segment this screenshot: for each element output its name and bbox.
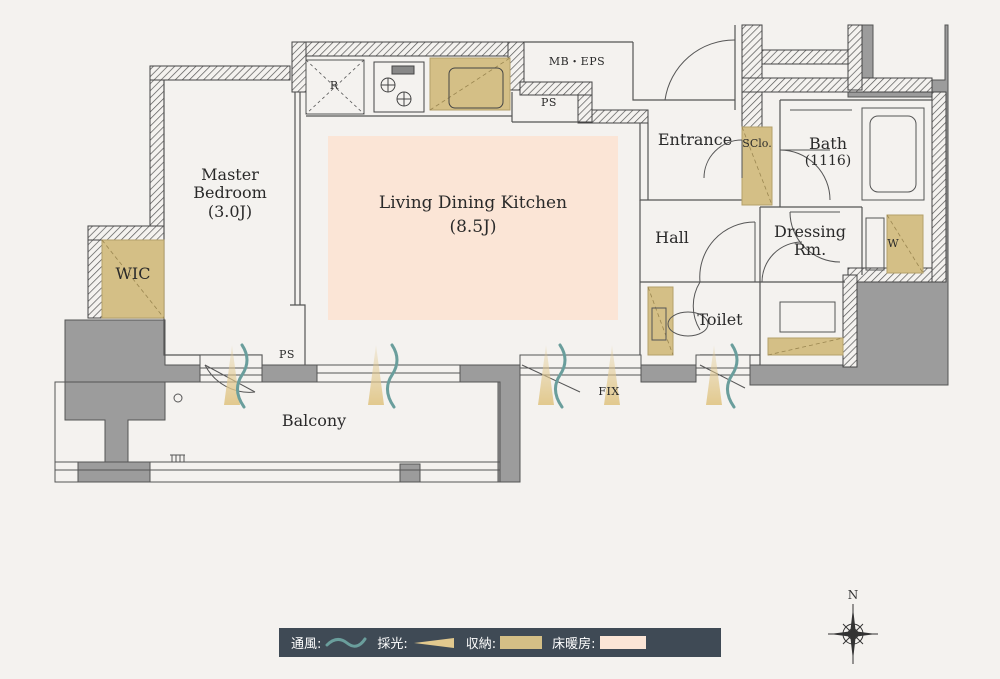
legend-ventilation: 通風: xyxy=(291,633,367,652)
legend-floor-heating: 床暖房: xyxy=(552,633,646,652)
fridge-mark: R xyxy=(329,79,339,92)
legend-storage-label: 収納: xyxy=(465,637,497,652)
master-bedroom-label: Master Bedroom (3.0J) xyxy=(184,165,276,221)
hall-label: Hall xyxy=(655,228,689,247)
legend-daylight-label: 採光: xyxy=(377,637,408,652)
walls xyxy=(87,24,947,368)
drain-mark xyxy=(173,393,183,403)
master-bedroom-size: (3.0J) xyxy=(207,201,253,221)
washbasin xyxy=(779,301,836,333)
shoe-closet-label: SClo. xyxy=(742,137,772,150)
mb-eps-label: MB・EPS xyxy=(548,55,606,68)
cooktop xyxy=(373,61,425,113)
wic-label: WIC xyxy=(115,264,151,283)
daylight-cone-icon xyxy=(413,637,454,648)
structural-columns xyxy=(64,24,949,483)
ventilation-marks xyxy=(236,343,739,409)
dressing-name-line2: Rm. xyxy=(793,240,827,260)
bath-size: (1116) xyxy=(804,153,852,170)
legend-ventilation-label: 通風: xyxy=(291,637,322,652)
balcony-label: Balcony xyxy=(281,411,347,430)
entrance-label: Entrance xyxy=(657,130,733,149)
floor-heating-area xyxy=(328,136,618,320)
floor-heating-swatch xyxy=(599,636,646,649)
daylight-cones xyxy=(224,345,722,405)
refrigerator xyxy=(305,59,365,115)
compass-north-label: N xyxy=(847,588,859,602)
washer-mark: W xyxy=(887,237,899,250)
master-bedroom-name-line2: Bedroom xyxy=(193,183,267,203)
legend-storage: 収納: xyxy=(465,633,543,652)
dressing-room-label: Dressing Rm. xyxy=(765,222,855,260)
toilet-fixture xyxy=(651,307,709,341)
ldk-name: Living Dining Kitchen xyxy=(378,193,568,213)
ps-label-bedroom: PS xyxy=(279,348,295,361)
ldk-size: (8.5J) xyxy=(449,216,497,237)
legend: 通風: 採光: 収納: 床暖房: xyxy=(279,628,721,657)
storage-swatch xyxy=(500,636,543,649)
bathtub xyxy=(861,107,925,201)
door-swings xyxy=(204,39,841,393)
kitchen-sink xyxy=(448,67,504,109)
legend-floor-heating-label: 床暖房: xyxy=(552,637,596,652)
balcony-outline xyxy=(54,381,501,483)
compass: N xyxy=(826,588,880,668)
ps-label-kitchen: PS xyxy=(541,96,557,109)
legend-daylight: 採光: xyxy=(377,633,455,652)
ldk-label: Living Dining Kitchen (8.5J) xyxy=(362,193,584,237)
bath-label: Bath (1116) xyxy=(796,134,860,170)
fix-window-label: FIX xyxy=(598,385,620,398)
toilet-label: Toilet xyxy=(697,310,743,329)
dressing-name-line1: Dressing xyxy=(773,222,847,241)
bath-name: Bath xyxy=(808,134,848,153)
washer-pan xyxy=(865,217,885,271)
master-bedroom-name-line1: Master xyxy=(201,165,259,184)
wave-icon xyxy=(325,637,367,648)
compass-rose-icon xyxy=(828,604,878,664)
